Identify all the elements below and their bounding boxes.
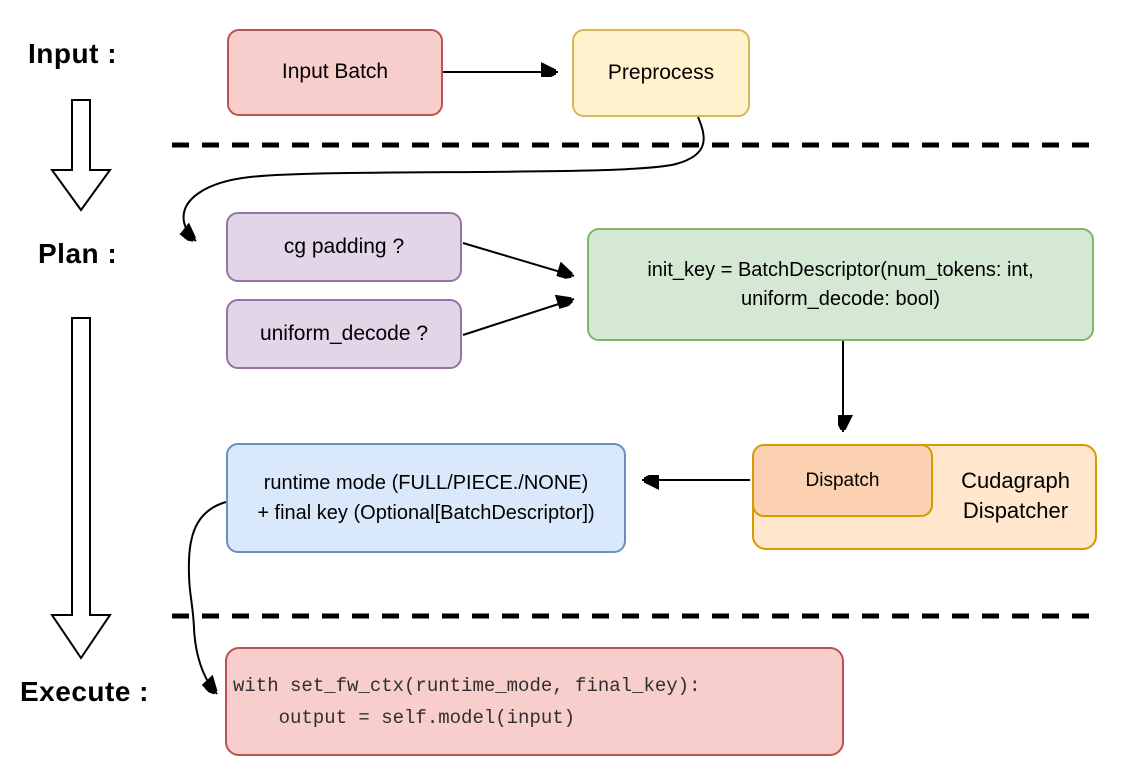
connector-runtime-code [187, 501, 227, 694]
stage-arrow-plan-icon [50, 317, 112, 660]
node-input-batch-label: Input Batch [281, 60, 389, 84]
cudagraph-dispatcher-line2: Dispatcher [962, 498, 1069, 523]
node-dispatch: Dispatch [752, 444, 933, 517]
node-uniform-decode-label: uniform_decode ? [259, 321, 429, 345]
node-cudagraph-dispatcher-label: Cudagraph Dispatcher [938, 458, 1093, 534]
node-init-key: init_key = BatchDescriptor(num_tokens: i… [587, 228, 1094, 341]
node-uniform-decode: uniform_decode ? [226, 299, 462, 369]
execute-code-line1: with set_fw_ctx(runtime_mode, final_key)… [233, 674, 701, 697]
connector-uniformdecode-initkey [462, 299, 575, 336]
stage-label-input: Input : [28, 38, 118, 69]
cudagraph-dispatcher-line1: Cudagraph [961, 468, 1070, 493]
connector-cgpadding-initkey [462, 242, 574, 276]
stage-label-execute: Execute : [20, 676, 149, 707]
connector-preprocess-cgpadding [184, 116, 705, 241]
node-preprocess-label: Preprocess [607, 60, 715, 84]
node-cg-padding-label: cg padding ? [283, 234, 405, 258]
node-input-batch: Input Batch [227, 29, 443, 116]
node-execute-code: with set_fw_ctx(runtime_mode, final_key)… [225, 647, 844, 756]
stage-label-plan: Plan : [38, 238, 118, 269]
node-init-key-line1: init_key = BatchDescriptor(num_tokens: i… [647, 258, 1034, 281]
node-cg-padding: cg padding ? [226, 212, 462, 282]
node-init-key-line2: uniform_decode: bool) [740, 287, 940, 310]
node-dispatch-label: Dispatch [805, 469, 880, 491]
execute-code-line2: output = self.model(input) [233, 706, 576, 729]
node-runtime-mode-line1: runtime mode (FULL/PIECE./NONE) [263, 472, 589, 494]
node-runtime-mode: runtime mode (FULL/PIECE./NONE) + final … [226, 443, 626, 553]
node-preprocess: Preprocess [572, 29, 750, 117]
stage-arrow-input-icon [50, 99, 112, 212]
node-runtime-mode-line2: + final key (Optional[BatchDescriptor]) [257, 502, 595, 524]
